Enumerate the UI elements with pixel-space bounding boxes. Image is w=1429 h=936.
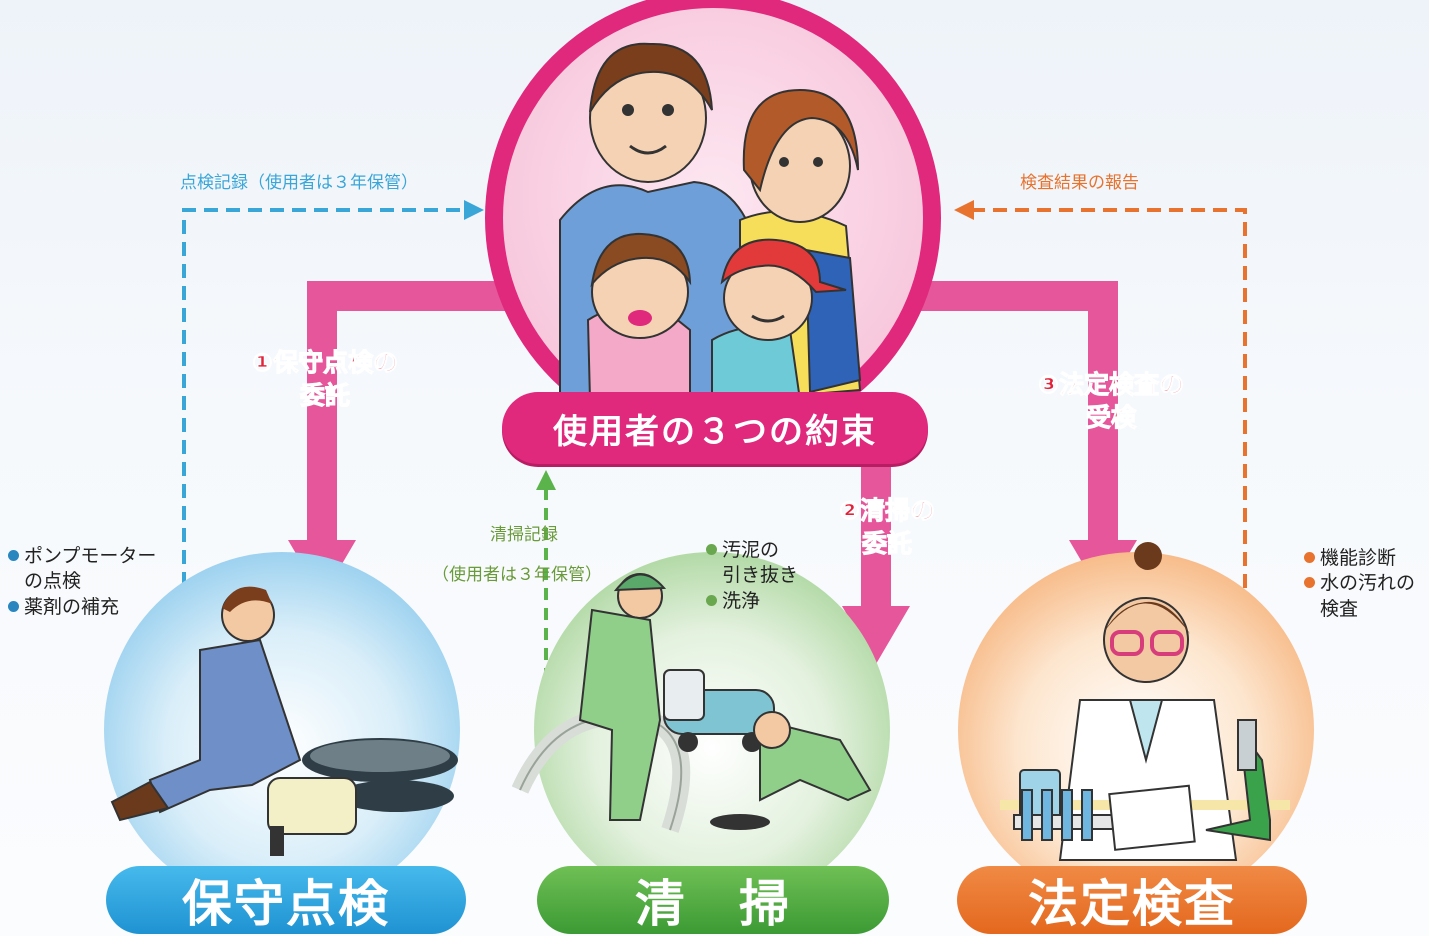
maintenance-worker-illustration — [110, 586, 458, 856]
step-cleaning-line2: 委託 — [861, 529, 912, 559]
maintenance-bullets: ポンプモーター の点検 薬剤の補充 — [8, 544, 156, 620]
bullet-dot-icon — [1304, 552, 1315, 563]
bullet-pump-motor-cont: の点検 — [24, 570, 82, 593]
bullet-water-check-cont: 検査 — [1320, 597, 1359, 620]
bullet-dot-icon — [8, 600, 19, 612]
center-title-badge: 使用者の３つの約束 — [502, 392, 928, 464]
cleaning-record-note: （使用者は３年保管） — [432, 565, 602, 585]
bullet-water-check: 水の汚れの — [1320, 572, 1416, 595]
cleaning-button[interactable]: 清 掃 — [537, 866, 889, 934]
family-illustration — [559, 42, 862, 402]
step-maintenance-line2: 委託 — [299, 381, 350, 411]
maintenance-record-arrow-icon — [464, 200, 484, 220]
bullet-sludge: 汚泥の — [722, 539, 780, 561]
inspector-illustration — [1000, 542, 1290, 861]
bullet-sludge-cont: 引き抜き — [722, 564, 799, 587]
dashed-lines — [182, 200, 1247, 700]
step-inspection-label: ③法定検査の 受検 — [1020, 368, 1202, 434]
maintenance-button[interactable]: 保守点検 — [106, 866, 466, 934]
bullet-function-diagnosis: 機能診断 — [1320, 547, 1397, 569]
step-cleaning-line1: ②清掃の — [838, 496, 936, 526]
cleaning-bullets: 汚泥の 引き抜き 洗浄 — [706, 538, 798, 614]
bullet-chemical-refill: 薬剤の補充 — [24, 595, 120, 618]
step-cleaning-label: ②清掃の 委託 — [820, 494, 954, 560]
bullet-dot-icon — [8, 550, 19, 561]
step-inspection-line1: ③法定検査の — [1037, 370, 1185, 400]
bullet-pump-motor: ポンプモーター — [24, 545, 157, 567]
inspection-report-label: 検査結果の報告 — [1020, 173, 1139, 193]
bullet-dot-icon — [706, 544, 717, 555]
bullet-dot-icon — [706, 594, 717, 606]
step-maintenance-line1: ①保守点検の — [251, 348, 399, 378]
step-inspection-line2: 受検 — [1085, 403, 1136, 433]
test-tubes — [1021, 789, 1093, 841]
cleaning-record-arrow-icon — [536, 470, 556, 490]
step-maintenance-label: ①保守点検の 委託 — [234, 346, 416, 412]
bullet-washing: 洗浄 — [722, 589, 761, 612]
arrow-head-cleaning — [842, 606, 910, 664]
inspection-bullets: 機能診断 水の汚れの 検査 — [1304, 546, 1415, 622]
cleaning-record-label: 清掃記録 — [490, 525, 558, 545]
bullet-dot-icon — [1304, 577, 1315, 589]
maintenance-record-line — [182, 208, 470, 630]
inspection-button[interactable]: 法定検査 — [957, 866, 1307, 934]
cleaning-workers-illustration — [511, 573, 872, 833]
inspection-record-label: 点検記録（使用者は３年保管） — [180, 173, 418, 193]
inspection-report-arrow-icon — [954, 200, 974, 220]
inspection-report-line — [968, 208, 1247, 632]
